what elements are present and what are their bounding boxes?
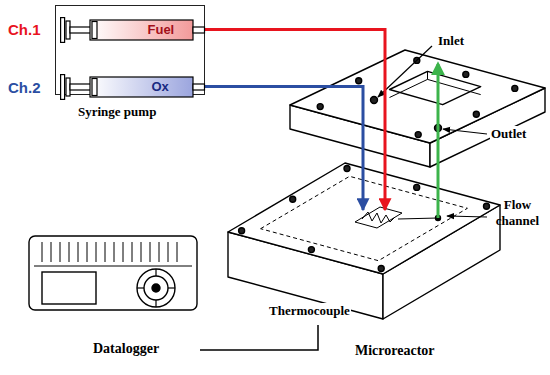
bolt-hole <box>239 228 245 234</box>
serpentine-channel <box>362 212 395 223</box>
reactor-lid <box>290 50 545 167</box>
syringe-drawing <box>60 74 205 100</box>
vent-slot <box>105 242 106 262</box>
logger-body <box>29 236 197 310</box>
syringe-barrel <box>90 77 193 97</box>
datalogger-drawing <box>28 228 200 318</box>
bolt-hole <box>512 85 518 91</box>
syringe-drawing <box>60 17 205 43</box>
part-label: Flow channel <box>490 197 545 229</box>
vent-slot <box>159 242 160 262</box>
pump-housing: FuelOxSyringe pump <box>55 5 205 95</box>
label-slot: Inlet <box>438 33 464 49</box>
channel-label: Ch.2 <box>8 79 41 96</box>
bolt-hole <box>290 196 296 202</box>
fuel-feed-line <box>205 30 386 211</box>
reactor-chip <box>355 207 402 228</box>
syringe-barrel <box>90 20 193 40</box>
lid-window <box>390 71 481 104</box>
plunger-handle <box>60 17 64 42</box>
part-name: Syringe pump <box>78 104 156 120</box>
port-label: Outlet <box>490 126 527 142</box>
bolt-hole <box>415 132 421 138</box>
bolt-hole <box>378 266 384 272</box>
knob-mark <box>155 300 156 307</box>
control-knob <box>152 284 160 292</box>
bolt-hole <box>484 203 490 209</box>
vent-slot <box>123 242 124 262</box>
plunger-seal <box>92 21 97 38</box>
oxidizer-feed-line <box>205 87 364 211</box>
vent-slot <box>78 242 79 262</box>
vent-slot <box>69 242 70 262</box>
bolt-hole <box>317 104 323 110</box>
label-slot: Ch.1 <box>8 21 41 38</box>
vent-slot <box>96 242 97 262</box>
thermocouple-cable <box>200 325 318 350</box>
knob-mark <box>137 287 144 288</box>
plunger-rod <box>70 27 92 33</box>
label-slot: Flow channel <box>490 197 545 229</box>
datalogger: Datalogger <box>28 228 200 362</box>
label-slot: Ch.2 <box>8 79 41 96</box>
syringe-label: Ox <box>152 79 169 94</box>
part-name: Datalogger <box>93 341 159 357</box>
port-label: Inlet <box>438 33 464 49</box>
vent-slot <box>42 242 43 262</box>
bolt-hole <box>308 247 314 253</box>
syringe-nozzle <box>193 84 205 90</box>
part-label: Thermocouple <box>268 303 351 319</box>
plunger-seal <box>92 78 97 95</box>
label-slot: Outlet <box>490 126 527 142</box>
inlet-port <box>371 97 378 104</box>
bolt-hole <box>463 71 469 77</box>
outlet-flow-arrow <box>437 64 440 218</box>
bolt-hole <box>344 166 350 172</box>
oxidizer-syringe: Ox <box>60 74 205 100</box>
plunger-handle <box>60 74 64 99</box>
channel-label: Ch.1 <box>8 21 41 38</box>
logger-screen <box>42 272 96 304</box>
bolt-hole <box>414 184 420 190</box>
syringe-label: Fuel <box>148 22 175 37</box>
leader-line <box>443 129 487 134</box>
knob-mark <box>155 269 156 276</box>
vent-slot <box>177 242 178 262</box>
vent-slot <box>141 242 142 262</box>
window-wall <box>427 71 428 79</box>
panel-line <box>34 266 192 267</box>
vent-slot <box>60 242 61 262</box>
vent-slot <box>132 242 133 262</box>
microreactor: Microreactor <box>225 210 505 325</box>
vent-slot <box>114 242 115 262</box>
bolt-hole <box>356 78 362 84</box>
leader-line <box>447 216 487 217</box>
knob-mark <box>168 287 175 288</box>
plunger-rod <box>70 84 92 90</box>
syringe-nozzle <box>193 27 205 33</box>
fuel-syringe: Fuel <box>60 17 205 43</box>
control-knob <box>137 269 175 307</box>
part-name: Microreactor <box>355 343 435 359</box>
vent-slot <box>51 242 52 262</box>
flow-channel-line <box>398 218 438 219</box>
control-knob <box>144 276 168 300</box>
lid-top-face <box>290 50 545 143</box>
vent-slot <box>150 242 151 262</box>
label-slot: Thermocouple <box>268 303 351 319</box>
vent-slot <box>87 242 88 262</box>
window-wall <box>390 79 481 97</box>
bolt-hole <box>473 111 479 117</box>
vent-slot <box>168 242 169 262</box>
